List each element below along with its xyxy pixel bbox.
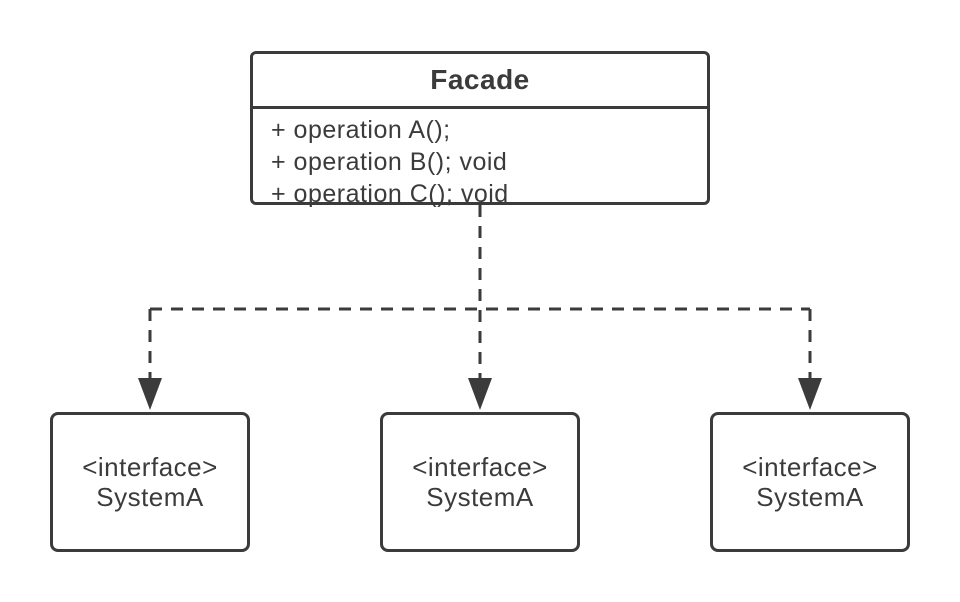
arrow-head-icon — [468, 378, 492, 410]
subsystem-name: SystemA — [96, 482, 204, 512]
operation-line: + operation A(); — [271, 116, 451, 144]
subsystem-name: SystemA — [426, 482, 534, 512]
arrow-head-icon — [798, 378, 822, 410]
operation-line: + operation B(); void — [271, 148, 508, 176]
subsystem-node: <interface> SystemA — [50, 412, 250, 552]
operation-line: + operation C(); void — [271, 180, 509, 208]
subsystem-stereotype: <interface> — [742, 452, 878, 482]
subsystem-stereotype: <interface> — [82, 452, 218, 482]
subsystem-node: <interface> SystemA — [380, 412, 580, 552]
subsystem-name: SystemA — [756, 482, 864, 512]
facade-class-title: Facade — [253, 54, 707, 109]
facade-operations-list: + operation A(); + operation B(); void +… — [253, 109, 707, 210]
arrow-head-icon — [138, 378, 162, 410]
subsystem-stereotype: <interface> — [412, 452, 548, 482]
subsystem-node: <interface> SystemA — [710, 412, 910, 552]
facade-class-node: Facade + operation A(); + operation B();… — [250, 51, 710, 208]
